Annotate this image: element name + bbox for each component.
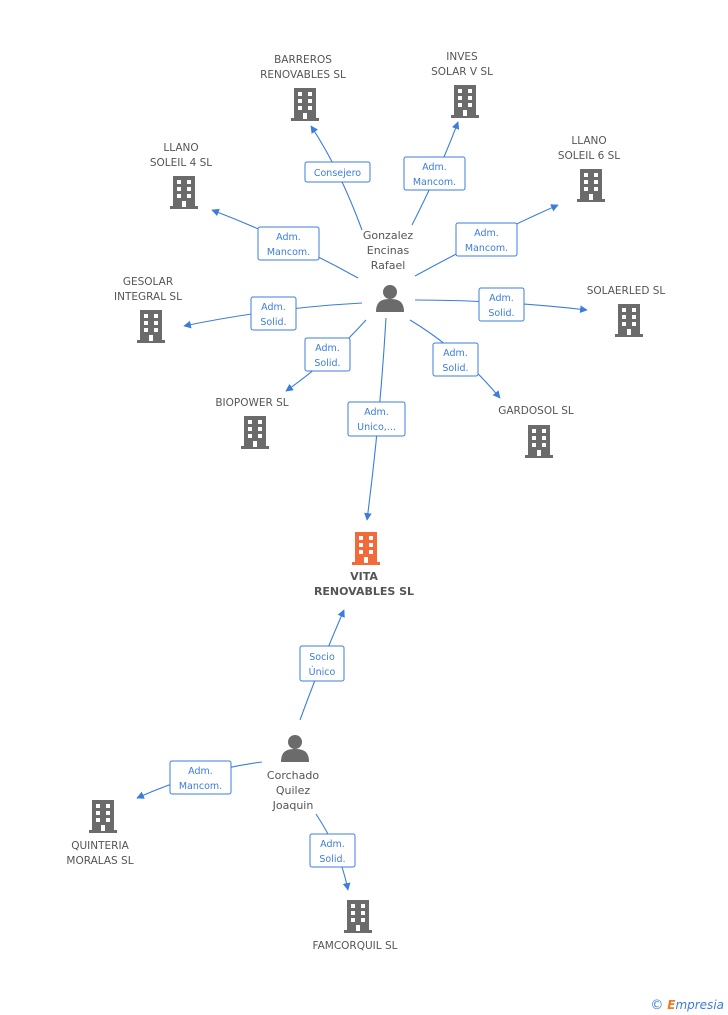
edge-label-text: Adm. bbox=[320, 839, 345, 850]
building-icon bbox=[89, 800, 117, 833]
company-node-gesolar[interactable]: GESOLAR INTEGRAL SL bbox=[114, 276, 182, 343]
company-name: GESOLAR bbox=[123, 276, 173, 288]
edge-label-llano4[interactable]: Adm. Mancom. bbox=[257, 226, 320, 261]
person-node-corchado[interactable]: Corchado Quilez Joaquin bbox=[267, 735, 319, 812]
company-name: SOLEIL 4 SL bbox=[150, 157, 212, 169]
person-name: Quilez bbox=[276, 784, 311, 797]
company-name: SOLAR V SL bbox=[431, 66, 493, 78]
edge-label-text: Mancom. bbox=[179, 781, 222, 792]
company-name: GARDOSOL SL bbox=[498, 405, 574, 417]
company-node-quinteria[interactable]: QUINTERIA MORALAS SL bbox=[66, 800, 134, 867]
building-icon bbox=[577, 169, 605, 202]
edge-label-text: Socio bbox=[309, 652, 335, 663]
edge-label-text: Mancom. bbox=[267, 247, 310, 258]
brand-logo-text: mpresia bbox=[675, 998, 724, 1012]
edge-label-text: Solid. bbox=[319, 854, 345, 865]
edge-label-text: Mancom. bbox=[413, 177, 456, 188]
person-name: Corchado bbox=[267, 769, 319, 782]
company-node-famcorquil[interactable]: FAMCORQUIL SL bbox=[313, 900, 398, 952]
building-icon bbox=[137, 310, 165, 343]
company-name: INTEGRAL SL bbox=[114, 291, 182, 303]
person-name: Gonzalez bbox=[363, 229, 414, 242]
company-node-biopower[interactable]: BIOPOWER SL bbox=[215, 397, 289, 449]
edge-label-text: Adm. bbox=[261, 302, 286, 313]
company-name: MORALAS SL bbox=[66, 855, 133, 867]
company-name: RENOVABLES SL bbox=[260, 69, 346, 81]
edge-label-biopower[interactable]: Adm. Solid. bbox=[304, 337, 351, 372]
edge-label-text: Adm. bbox=[422, 162, 447, 173]
edge-label-text: Adm. bbox=[443, 348, 468, 359]
edge-label-text: Mancom. bbox=[465, 243, 508, 254]
building-icon bbox=[525, 425, 553, 458]
company-name: RENOVABLES SL bbox=[314, 585, 414, 598]
edge-label-text: Solid. bbox=[488, 308, 514, 319]
edge-label-socio[interactable]: Socio Único bbox=[299, 645, 345, 682]
building-icon bbox=[170, 176, 198, 209]
edge-label-text: Solid. bbox=[260, 317, 286, 328]
edge-label-text: Solid. bbox=[442, 363, 468, 374]
company-node-llano4[interactable]: LLANO SOLEIL 4 SL bbox=[150, 142, 212, 209]
company-name: SOLEIL 6 SL bbox=[558, 150, 620, 162]
building-icon-main bbox=[352, 532, 380, 565]
edge-label-barreros[interactable]: Consejero bbox=[304, 161, 371, 183]
brand-footer[interactable]: © Empresia bbox=[650, 998, 724, 1013]
company-name: QUINTERIA bbox=[71, 840, 129, 852]
edge-label-text: Adm. bbox=[276, 232, 301, 243]
person-name: Encinas bbox=[367, 244, 410, 257]
copyright-symbol: © bbox=[650, 998, 664, 1013]
company-node-solaerled[interactable]: SOLAERLED SL bbox=[587, 285, 666, 337]
edge-label-text: Adm. bbox=[315, 343, 340, 354]
company-node-barreros[interactable]: BARREROS RENOVABLES SL bbox=[260, 54, 346, 121]
company-name: FAMCORQUIL SL bbox=[313, 940, 398, 952]
building-icon bbox=[241, 416, 269, 449]
edge-label-text: Adm. bbox=[188, 766, 213, 777]
company-node-gardosol[interactable]: GARDOSOL SL bbox=[498, 405, 574, 458]
company-name: LLANO bbox=[571, 135, 606, 147]
company-node-inves[interactable]: INVES SOLAR V SL bbox=[431, 51, 493, 118]
person-node-gonzalez[interactable]: Gonzalez Encinas Rafael bbox=[363, 229, 414, 312]
edge-label-text: Solid. bbox=[314, 358, 340, 369]
company-name: SOLAERLED SL bbox=[587, 285, 666, 297]
company-name: INVES bbox=[446, 51, 478, 63]
edge-label-famcorquil[interactable]: Adm. Solid. bbox=[309, 833, 356, 868]
company-node-vita[interactable]: VITA RENOVABLES SL bbox=[314, 532, 414, 598]
edge-label-quinteria[interactable]: Adm. Mancom. bbox=[169, 760, 232, 795]
building-icon bbox=[615, 304, 643, 337]
edge-label-text: Unico,... bbox=[357, 422, 396, 433]
edge-label-gardosol[interactable]: Adm. Solid. bbox=[432, 342, 479, 377]
company-name: BARREROS bbox=[274, 54, 332, 66]
person-icon bbox=[376, 285, 404, 312]
company-name: BIOPOWER SL bbox=[215, 397, 288, 409]
building-icon bbox=[451, 85, 479, 118]
building-icon bbox=[344, 900, 372, 933]
company-name: LLANO bbox=[163, 142, 198, 154]
person-name: Rafael bbox=[371, 259, 406, 272]
building-icon bbox=[291, 88, 319, 121]
edge-label-solaerled[interactable]: Adm. Solid. bbox=[478, 287, 525, 322]
edge-label-text: Consejero bbox=[314, 168, 361, 179]
edge-label-text: Único bbox=[309, 666, 336, 678]
edge-labels: Consejero Adm. Mancom. Adm. Mancom. Adm.… bbox=[169, 156, 525, 868]
person-icon bbox=[281, 735, 309, 762]
edge-label-text: Adm. bbox=[474, 228, 499, 239]
company-node-llano6[interactable]: LLANO SOLEIL 6 SL bbox=[558, 135, 620, 202]
edge-label-vita[interactable]: Adm. Unico,... bbox=[347, 401, 406, 437]
edge-label-gesolar[interactable]: Adm. Solid. bbox=[250, 296, 297, 331]
company-name: VITA bbox=[350, 570, 378, 583]
person-name: Joaquin bbox=[272, 799, 314, 812]
edge-label-llano6[interactable]: Adm. Mancom. bbox=[455, 222, 518, 257]
edge-label-text: Adm. bbox=[489, 293, 514, 304]
edge-label-inves[interactable]: Adm. Mancom. bbox=[403, 156, 466, 191]
edge-label-text: Adm. bbox=[364, 407, 389, 418]
brand-logo-e: E bbox=[667, 998, 676, 1012]
